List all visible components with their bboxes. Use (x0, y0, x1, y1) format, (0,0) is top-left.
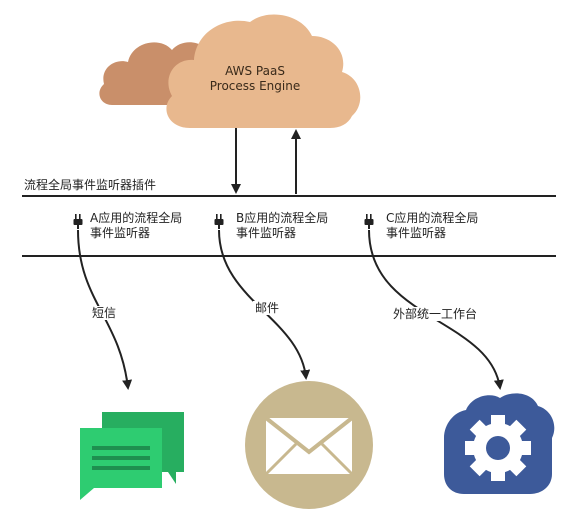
listener-b-label: B应用的流程全局 事件监听器 (236, 211, 328, 241)
channel-label-workbench: 外部统一工作台 (391, 307, 480, 321)
listener-c-line1: C应用的流程全局 (386, 211, 479, 225)
channel-label-mail: 邮件 (253, 301, 282, 315)
cloud-icon (166, 14, 361, 128)
engine-title-line2: Process Engine (209, 79, 301, 93)
workbench-gear-icon (444, 393, 555, 494)
plug-icon (214, 214, 224, 229)
mail-envelope-icon (245, 381, 373, 509)
engine-title-line1: AWS PaaS (225, 64, 285, 78)
plug-icon (73, 214, 83, 229)
channel-label-sms: 短信 (90, 306, 119, 320)
sms-chat-icon (80, 412, 184, 500)
listener-b-line1: B应用的流程全局 (236, 211, 329, 225)
listener-a-line2: 事件监听器 (90, 226, 151, 240)
listener-b-line2: 事件监听器 (236, 226, 297, 240)
listener-a-label: A应用的流程全局 事件监听器 (90, 211, 182, 241)
listener-c-label: C应用的流程全局 事件监听器 (386, 211, 478, 241)
listener-c-line2: 事件监听器 (386, 226, 447, 240)
plug-icon (364, 214, 374, 229)
listener-a-line1: A应用的流程全局 (90, 211, 183, 225)
engine-title: AWS PaaS Process Engine (200, 64, 310, 94)
plugin-bar-title: 流程全局事件监听器插件 (24, 178, 157, 192)
